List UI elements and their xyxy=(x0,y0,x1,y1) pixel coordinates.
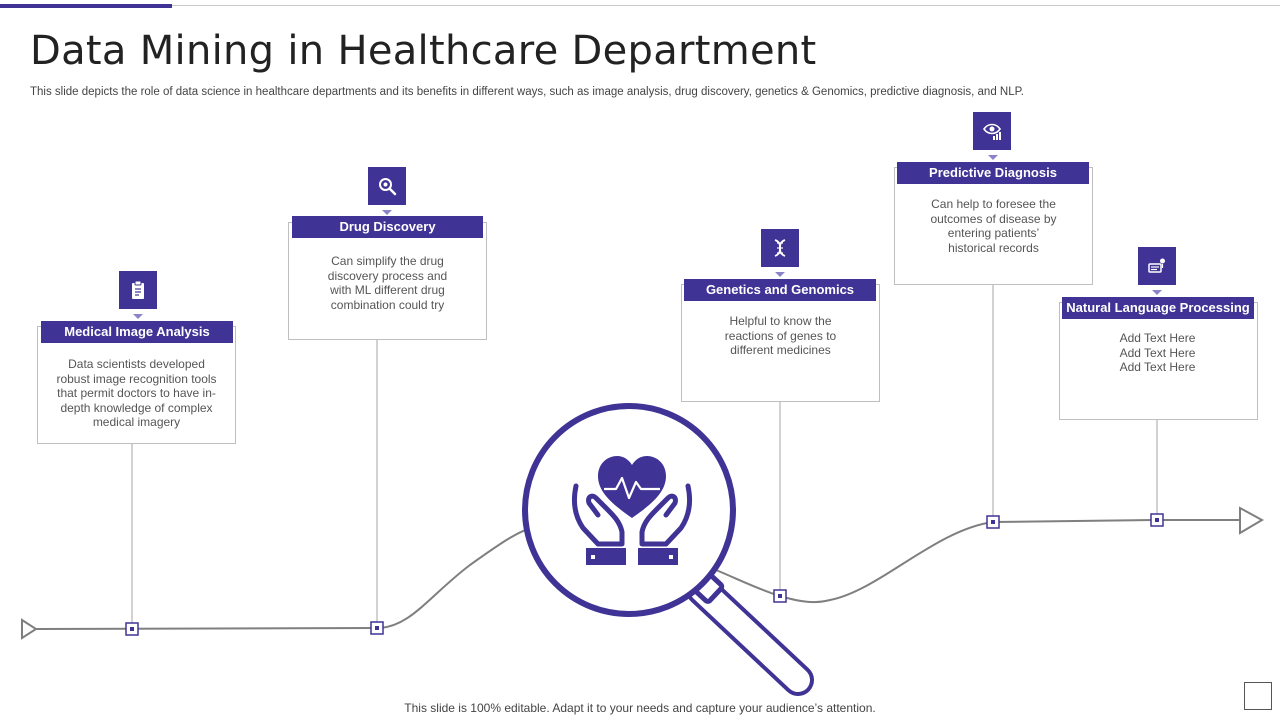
card-title: Natural Language Processing xyxy=(1062,297,1254,319)
marker-drug xyxy=(370,621,384,635)
page-title: Data Mining in Healthcare Department xyxy=(30,28,817,74)
search-icon xyxy=(368,167,406,205)
card-natural-language-processing xyxy=(1059,302,1258,420)
card-notch xyxy=(775,272,785,277)
marker-nlp xyxy=(1150,513,1164,527)
top-accent-bar xyxy=(0,4,172,8)
marker-genetics xyxy=(773,589,787,603)
clipboard-icon xyxy=(119,271,157,309)
timeline-start-arrow xyxy=(21,618,38,640)
card-drug-discovery xyxy=(288,222,487,340)
marker-medical xyxy=(125,622,139,636)
card-title: Genetics and Genomics xyxy=(684,279,876,301)
card-medical-image-analysis xyxy=(37,326,236,444)
card-title: Medical Image Analysis xyxy=(41,321,233,343)
dna-icon xyxy=(761,229,799,267)
card-notch xyxy=(1152,290,1162,295)
footer-note: This slide is 100% editable. Adapt it to… xyxy=(404,701,876,715)
page-subtitle: This slide depicts the role of data scie… xyxy=(30,86,1025,98)
card-notch xyxy=(988,155,998,160)
top-rule xyxy=(0,5,1280,6)
chat-device-icon xyxy=(1138,247,1176,285)
card-genetics-and-genomics xyxy=(681,284,880,402)
marker-predictive xyxy=(986,515,1000,529)
card-title: Drug Discovery xyxy=(292,216,483,238)
card-notch xyxy=(382,210,392,215)
timeline-curve xyxy=(35,519,1240,630)
heart-in-hands-magnifier-icon xyxy=(522,403,814,696)
timeline-end-arrow xyxy=(1239,506,1265,535)
corner-box xyxy=(1244,682,1272,710)
card-notch xyxy=(133,314,143,319)
card-title: Predictive Diagnosis xyxy=(897,162,1089,184)
card-predictive-diagnosis xyxy=(894,167,1093,285)
eye-chart-icon xyxy=(973,112,1011,150)
